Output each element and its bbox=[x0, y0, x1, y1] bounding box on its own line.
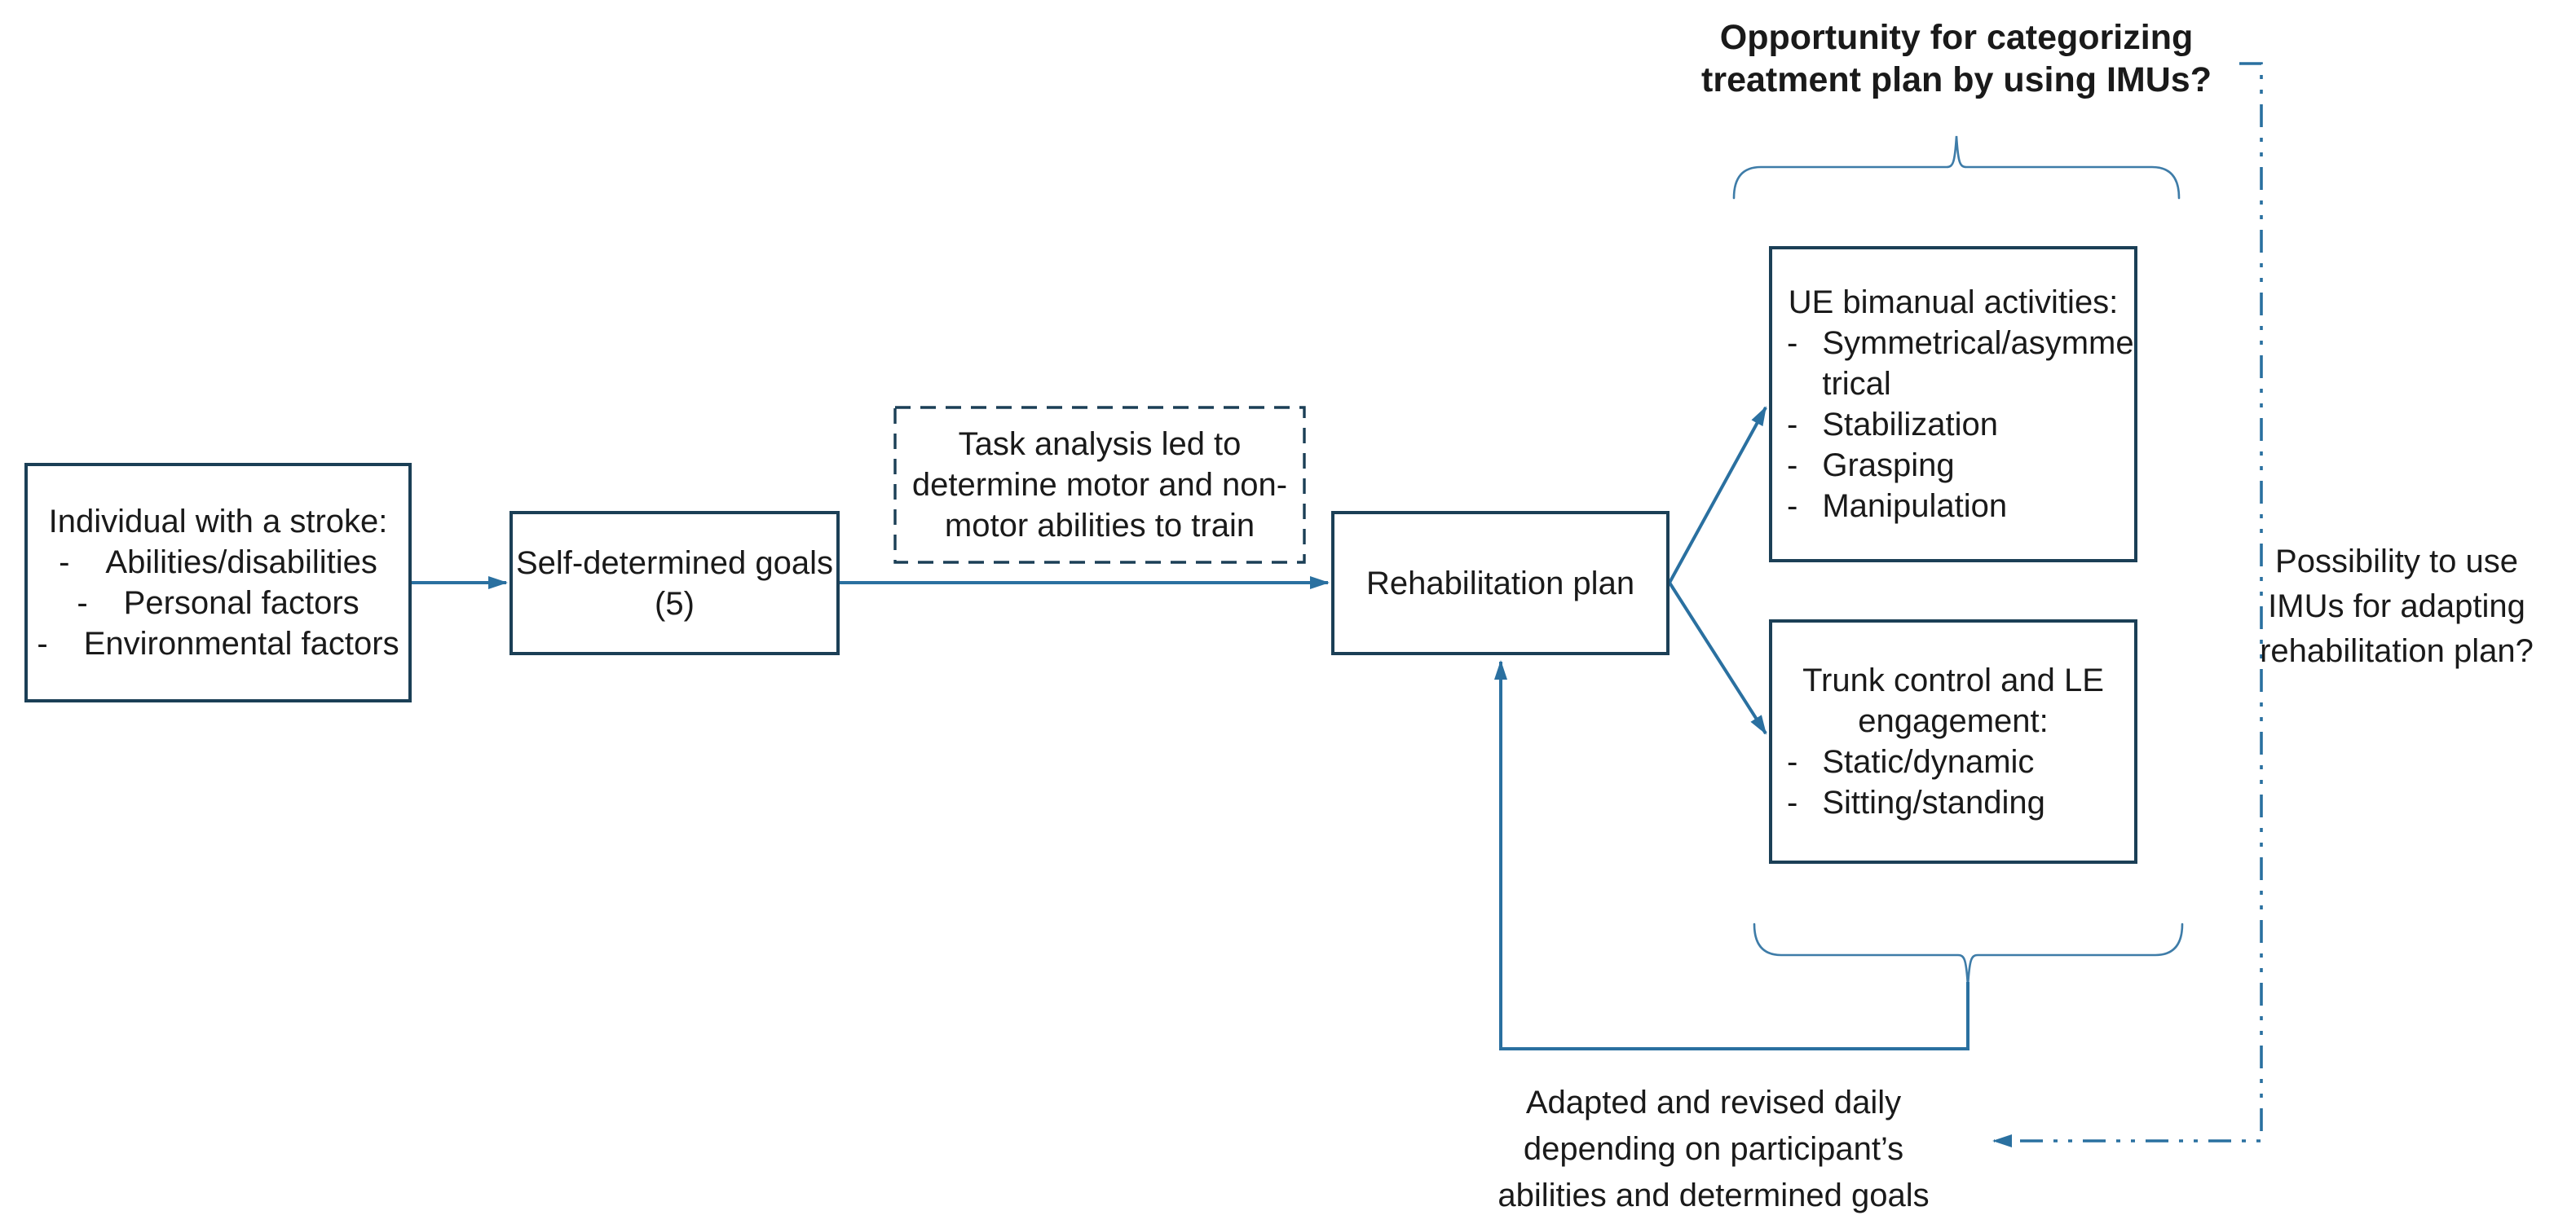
top-question-text: Opportunity for categorizing treatment p… bbox=[1671, 16, 2242, 101]
bullet-marker: - bbox=[1787, 744, 1798, 780]
bullet-marker: - bbox=[1787, 447, 1798, 483]
trunk-bullet-text: Sitting/standing bbox=[1822, 785, 2045, 821]
right-question-line: IMUs for adapting bbox=[2268, 588, 2525, 624]
self-determined-goals-box: Self-determined goals (5) bbox=[509, 511, 840, 655]
bottom-note-text: Adapted and revised daily depending on p… bbox=[1485, 1080, 1942, 1219]
ue-heading: UE bimanual activities: bbox=[1788, 284, 2119, 320]
ue-bullet: - Stabilization bbox=[1772, 404, 2134, 445]
task-analysis-box: Task analysis led to determine motor and… bbox=[895, 407, 1304, 562]
ue-bullet-text: Stabilization bbox=[1822, 407, 1999, 442]
individual-with-stroke-box: Individual with a stroke: - Abilities/di… bbox=[24, 463, 412, 702]
right-question-text: Possibility to use IMUs for adapting reh… bbox=[2258, 539, 2535, 674]
top-brace bbox=[1732, 135, 2181, 200]
task-line: determine motor and non- bbox=[911, 467, 1288, 503]
rehabilitation-plan-box: Rehabilitation plan bbox=[1331, 511, 1670, 655]
task-line: Task analysis led to bbox=[958, 426, 1242, 462]
bottom-brace bbox=[1753, 922, 2184, 987]
top-question-line: Opportunity for categorizing bbox=[1719, 18, 2194, 57]
rehab-label: Rehabilitation plan bbox=[1365, 565, 1635, 601]
ue-bimanual-activities-box: UE bimanual activities: - Symmetrical/as… bbox=[1769, 246, 2137, 562]
individual-heading: Individual with a stroke: bbox=[48, 504, 388, 539]
trunk-heading-line: engagement: bbox=[1858, 703, 2049, 739]
ue-bullet: - Symmetrical/asymmetrical bbox=[1772, 323, 2134, 404]
individual-bullet: - Environmental factors bbox=[28, 623, 408, 664]
bullet-marker: - bbox=[37, 626, 48, 662]
individual-bullet: - Personal factors bbox=[28, 583, 408, 623]
ue-bullet-text: Grasping bbox=[1822, 447, 1955, 483]
task-line: motor abilities to train bbox=[944, 508, 1255, 544]
individual-bullet: - Abilities/disabilities bbox=[28, 542, 408, 583]
trunk-control-box: Trunk control and LE engagement: - Stati… bbox=[1769, 619, 2137, 864]
individual-bullet-text: Environmental factors bbox=[83, 626, 399, 662]
bottom-note-line: abilities and determined goals bbox=[1498, 1178, 1930, 1213]
ue-bullet: - Grasping bbox=[1772, 445, 2134, 486]
bullet-marker: - bbox=[1787, 785, 1798, 821]
bullet-marker: - bbox=[1787, 488, 1798, 524]
bullet-marker: - bbox=[1787, 325, 1798, 361]
goals-line: Self-determined goals bbox=[515, 544, 834, 581]
arrow-rehab-to-ue bbox=[1668, 406, 1767, 583]
trunk-bullet: - Static/dynamic bbox=[1772, 742, 2134, 782]
trunk-heading-line: Trunk control and LE bbox=[1802, 663, 2104, 698]
bottom-note-line: depending on participant’s bbox=[1523, 1131, 1904, 1167]
dashdot-imu-connector bbox=[1992, 62, 2263, 1147]
bottom-note-line: Adapted and revised daily bbox=[1525, 1085, 1902, 1121]
ue-bullet-text: Manipulation bbox=[1822, 488, 2008, 524]
goals-line: (5) bbox=[655, 585, 695, 622]
right-question-line: rehabilitation plan? bbox=[2260, 633, 2534, 669]
bullet-marker: - bbox=[59, 544, 70, 580]
arrow-rehab-to-trunk bbox=[1668, 581, 1767, 735]
individual-bullet-text: Personal factors bbox=[123, 585, 359, 621]
individual-bullet-text: Abilities/disabilities bbox=[105, 544, 377, 580]
bullet-marker: - bbox=[1787, 407, 1798, 442]
bullet-marker: - bbox=[77, 585, 88, 621]
trunk-bullet-text: Static/dynamic bbox=[1822, 744, 2035, 780]
right-question-line: Possibility to use bbox=[2275, 544, 2518, 579]
ue-bullet: - Manipulation bbox=[1772, 486, 2134, 526]
ue-bullet-text: Symmetrical/asymmetrical bbox=[1822, 325, 2134, 402]
top-question-line: treatment plan by using IMUs? bbox=[1701, 60, 2212, 99]
trunk-bullet: - Sitting/standing bbox=[1772, 782, 2134, 823]
